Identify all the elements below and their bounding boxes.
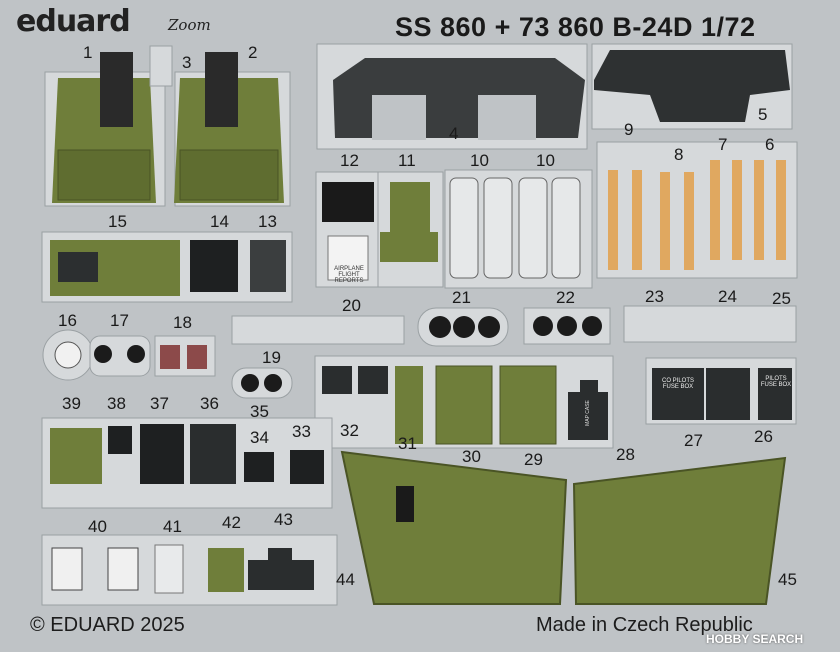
part-45: [572, 456, 787, 605]
part-number-5: 5: [758, 105, 768, 124]
part-10-pedals: [444, 169, 593, 289]
part-3: [149, 45, 173, 87]
part-17: [89, 335, 151, 377]
part-number-33: 33: [292, 422, 311, 441]
part-number-14: 14: [210, 212, 229, 231]
part-number-32: 32: [340, 421, 359, 440]
part-19: [231, 367, 293, 399]
part-number-13: 13: [258, 212, 277, 231]
part-number-37: 37: [150, 394, 169, 413]
part-number-36: 36: [200, 394, 219, 413]
part-5: [591, 43, 793, 130]
copyright-text: © EDUARD 2025: [30, 614, 185, 636]
part-13-15-panel: [41, 231, 293, 303]
part-2: [174, 52, 291, 207]
part-number-8: 8: [674, 145, 684, 164]
part-22: [523, 307, 611, 345]
part-number-12: 12: [340, 151, 359, 170]
part-number-44: 44: [336, 570, 355, 589]
brand-logo: eduard: [16, 4, 131, 39]
part-number-42: 42: [222, 513, 241, 532]
part-number-34: 34: [250, 428, 269, 447]
part-number-10b: 10: [536, 151, 555, 170]
part-number-11: 11: [398, 151, 416, 170]
part-number-40: 40: [88, 517, 107, 536]
part-number-31: 31: [398, 434, 417, 453]
part-number-27: 27: [684, 431, 703, 450]
part-number-3: 3: [182, 53, 192, 72]
set-code-title: SS 860 + 73 860 B-24D 1/72: [395, 12, 756, 42]
part-number-21: 21: [452, 288, 471, 307]
part-number-2: 2: [248, 43, 258, 62]
part-number-41: 41: [163, 517, 182, 536]
part-number-39: 39: [62, 394, 81, 413]
part-12-label: AIRPLANE FLIGHT REPORTS: [334, 266, 364, 284]
part-number-26: 26: [754, 427, 773, 446]
part-26-27: [645, 357, 797, 425]
part-27-label: CO PILOTS FUSE BOX: [661, 378, 694, 390]
part-44: [340, 450, 568, 605]
part-18: [154, 335, 216, 377]
part-1: [44, 52, 166, 207]
origin-text: Made in Czech Republic: [536, 614, 753, 636]
part-number-9: 9: [624, 120, 634, 139]
part-number-30: 30: [462, 447, 481, 466]
part-number-43: 43: [274, 510, 293, 529]
part-40-43: [41, 534, 338, 606]
part-number-4: 4: [449, 124, 459, 143]
part-number-16: 16: [58, 311, 77, 330]
part-number-17: 17: [110, 311, 129, 330]
part-28-label: MAP CASE: [584, 400, 591, 426]
part-6-9-belts: [596, 141, 798, 279]
part-number-10a: 10: [470, 151, 489, 170]
part-number-24: 24: [718, 287, 737, 306]
part-number-25: 25: [772, 289, 791, 308]
part-33-39: [41, 417, 333, 509]
part-28-32: [314, 355, 614, 449]
part-number-18: 18: [173, 313, 192, 332]
sub-brand-logo: Zoom: [168, 16, 211, 34]
part-number-7: 7: [718, 135, 728, 154]
part-number-6: 6: [765, 135, 775, 154]
part-number-38: 38: [107, 394, 126, 413]
part-number-45: 45: [778, 570, 797, 589]
part-26-label: PILOTS FUSE BOX: [760, 376, 792, 388]
part-21: [417, 307, 509, 347]
part-number-19: 19: [262, 348, 281, 367]
part-23-25: [623, 305, 797, 343]
part-16: [42, 329, 94, 381]
part-4: [316, 43, 588, 150]
watermark-text: HOBBY SEARCH: [706, 632, 804, 646]
part-20: [231, 315, 405, 345]
part-number-1: 1: [83, 43, 93, 62]
part-number-23: 23: [645, 287, 664, 306]
part-number-28: 28: [616, 445, 635, 464]
part-number-22: 22: [556, 288, 575, 307]
part-number-15: 15: [108, 212, 127, 231]
part-number-29: 29: [524, 450, 543, 469]
part-number-35: 35: [250, 402, 269, 421]
part-number-20: 20: [342, 296, 361, 315]
part-12: [315, 171, 379, 288]
part-11: [374, 171, 444, 288]
